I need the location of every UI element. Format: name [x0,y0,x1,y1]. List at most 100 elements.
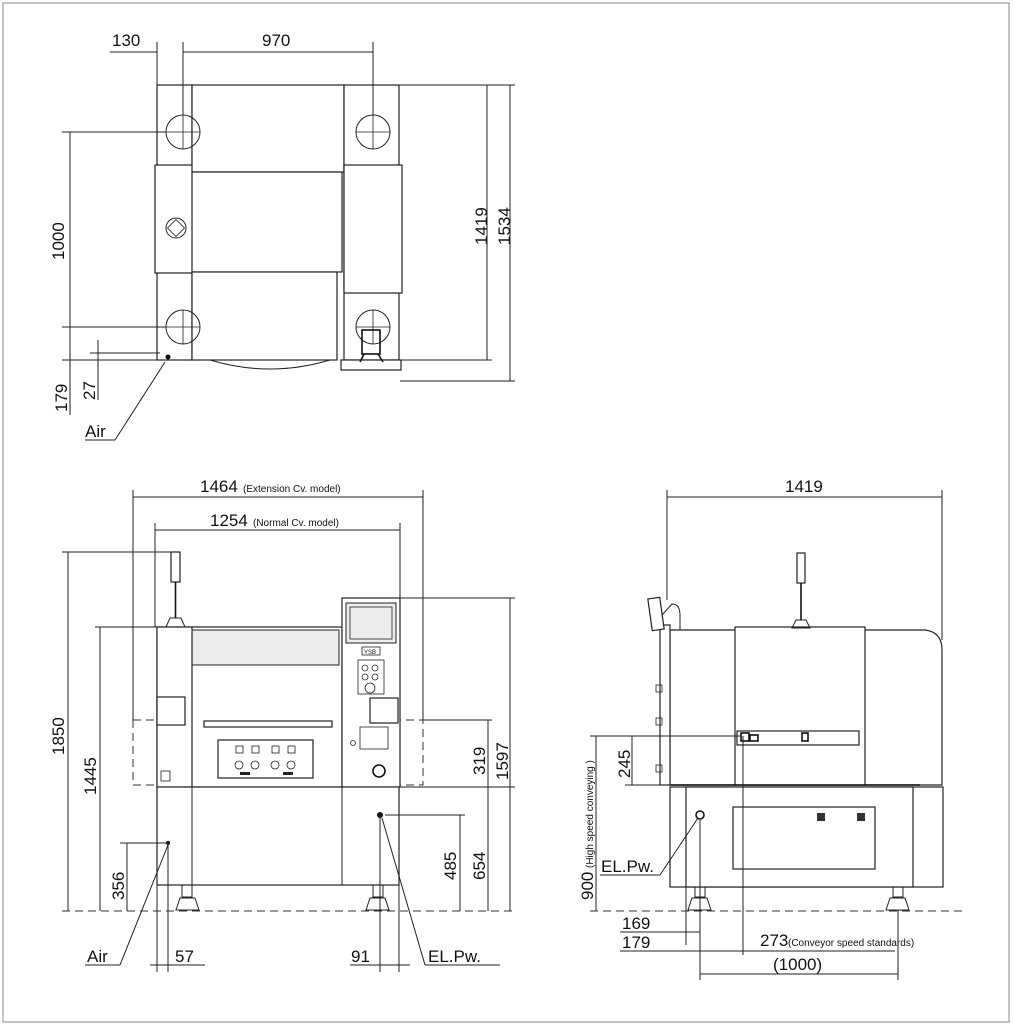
side-left-panel [659,624,671,786]
panel-button-1 [235,745,244,754]
panel-switch-1 [234,760,244,770]
panel-button-2 [251,745,260,754]
side-view: 1419 245 900 (High speed conveying ) EL.… [578,477,965,980]
side-foot-right [885,886,910,911]
dim-273-note: (Conveyor speed standards) [788,938,914,949]
top-front-arc [209,359,331,370]
operator-screen-inner [349,606,393,640]
side-lower-door [685,786,914,888]
rotary-knob-icon [165,217,187,239]
front-left-window [156,696,186,726]
side-indicator-1 [817,813,825,821]
dim-319: 319 [470,747,489,775]
side-monitor-arm [647,596,665,632]
panel-button-4 [287,745,296,754]
front-lower-frame [156,786,400,886]
top-view: 130 970 1000 179 27 1419 1534 Air [49,31,515,441]
panel-indicator-2 [283,772,293,775]
dim-970: 970 [262,31,290,50]
front-small-box [160,770,171,782]
dim-179-side: 179 [622,933,650,952]
side-conveyor-clamps [740,732,809,742]
keypad-key-3 [361,673,369,681]
panel-switch-3 [270,760,280,770]
dim-1000-side: (1000) [773,955,822,974]
dim-57: 57 [175,947,194,966]
front-view: YSB 1464 ( [49,477,515,972]
signal-tower-lamp [170,551,181,583]
dim-900: 900 [578,872,597,900]
dim-245: 245 [615,750,634,778]
dim-27: 27 [80,381,99,400]
dim-1445: 1445 [81,757,100,795]
dim-273: 273 [760,931,788,950]
front-foot-left [175,884,200,911]
side-knob-1 [655,684,663,693]
operator-window [369,697,399,724]
side-indicator-2 [857,813,865,821]
front-upper-panel [191,629,340,666]
operator-small-dot [350,740,356,746]
caster-circle-top-right [355,114,391,150]
label-elpw-side: EL.Pw. [601,857,654,876]
dim-1254-note: (Normal Cv. model) [253,518,339,529]
label-air-front: Air [87,947,108,966]
label-elpw-front: EL.Pw. [428,947,481,966]
dim-356: 356 [109,872,128,900]
side-knob-3 [655,764,663,773]
label-air-top: Air [85,422,106,441]
dim-1000: 1000 [49,222,68,260]
operator-power-switch [372,764,386,778]
operator-tag [361,646,381,656]
operator-breaker [359,726,389,750]
keypad-key-2 [371,664,379,672]
top-right-mid-block [343,164,403,294]
front-foot-right [365,884,390,911]
dim-1419-top: 1419 [472,207,491,245]
side-conveyor-bar [736,730,860,746]
front-conveyor-rail [203,720,333,728]
panel-switch-4 [286,760,296,770]
side-signal-tower-base [791,619,811,629]
dim-1464-note: (Extension Cv. model) [243,484,341,495]
dim-1850: 1850 [49,717,68,755]
dim-485: 485 [441,852,460,880]
side-lower-panel [732,806,876,870]
side-top-cover [734,626,866,786]
dim-654: 654 [470,852,489,880]
caster-circle-bottom-left [165,309,201,345]
signal-tower-base [165,617,186,628]
dim-1464: 1464 [200,477,238,496]
caster-circle-top-left [165,114,201,150]
side-signal-tower-lamp [796,552,806,584]
top-center-body-upper [191,84,345,173]
dim-130: 130 [112,31,140,50]
dim-900-note: (High speed conveying ) [585,760,596,868]
dim-179-top: 179 [52,384,71,412]
keypad-dial [364,682,376,694]
dim-1254: 1254 [210,511,248,530]
operator-keypad [357,659,385,695]
operator-tag-text: YSB [364,650,376,656]
side-elpw-port [695,810,705,820]
dim-91: 91 [351,947,370,966]
operator-screen [345,602,397,644]
front-control-panel [217,739,314,779]
dim-1534: 1534 [495,207,514,245]
dim-169: 169 [622,914,650,933]
caster-circle-bottom-right [355,309,391,345]
top-center-body-mid [191,171,343,273]
top-center-body-lower [191,271,338,361]
panel-switch-2 [250,760,260,770]
top-front-base-plate [340,359,402,371]
keypad-key-1 [361,664,369,672]
air-port-dot-top [165,354,171,360]
panel-button-3 [271,745,280,754]
dim-1419-side: 1419 [785,477,823,496]
side-knob-2 [655,717,663,726]
dim-1597: 1597 [493,742,512,780]
keypad-key-4 [371,673,379,681]
panel-indicator-1 [240,772,250,775]
